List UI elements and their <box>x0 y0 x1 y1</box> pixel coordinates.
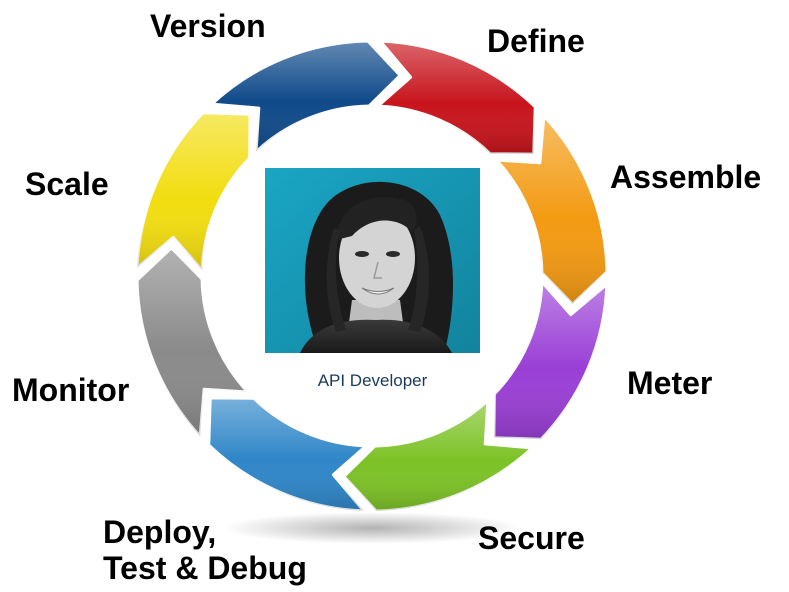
stage-label-deploy-line1: Deploy, <box>103 514 217 550</box>
ring-shadow <box>222 512 522 544</box>
stage-label-meter: Meter <box>627 365 713 401</box>
stage-label-scale: Scale <box>25 166 109 202</box>
stage-label-define: Define <box>487 23 585 59</box>
segment-gloss-define <box>377 41 536 155</box>
segment-gloss-scale <box>137 112 251 271</box>
stage-label-monitor: Monitor <box>12 372 130 408</box>
segment-gloss-group <box>137 41 607 511</box>
segment-gloss-deploy <box>208 397 367 511</box>
segment-gloss-meter <box>493 281 607 440</box>
person-portrait-icon <box>265 168 480 353</box>
segment-gloss-assemble <box>496 115 607 305</box>
stage-label-deploy-test-debug: Deploy, Test & Debug <box>103 514 307 587</box>
segment-gloss-version <box>211 41 401 152</box>
segment-gloss-monitor <box>137 247 248 437</box>
segment-gloss-secure <box>343 400 533 511</box>
center-caption: API Developer <box>317 371 428 390</box>
stage-label-assemble: Assemble <box>610 159 762 195</box>
stage-label-deploy-line2: Test & Debug <box>103 549 307 586</box>
stage-label-secure: Secure <box>478 520 585 556</box>
stage-label-version: Version <box>150 8 266 44</box>
